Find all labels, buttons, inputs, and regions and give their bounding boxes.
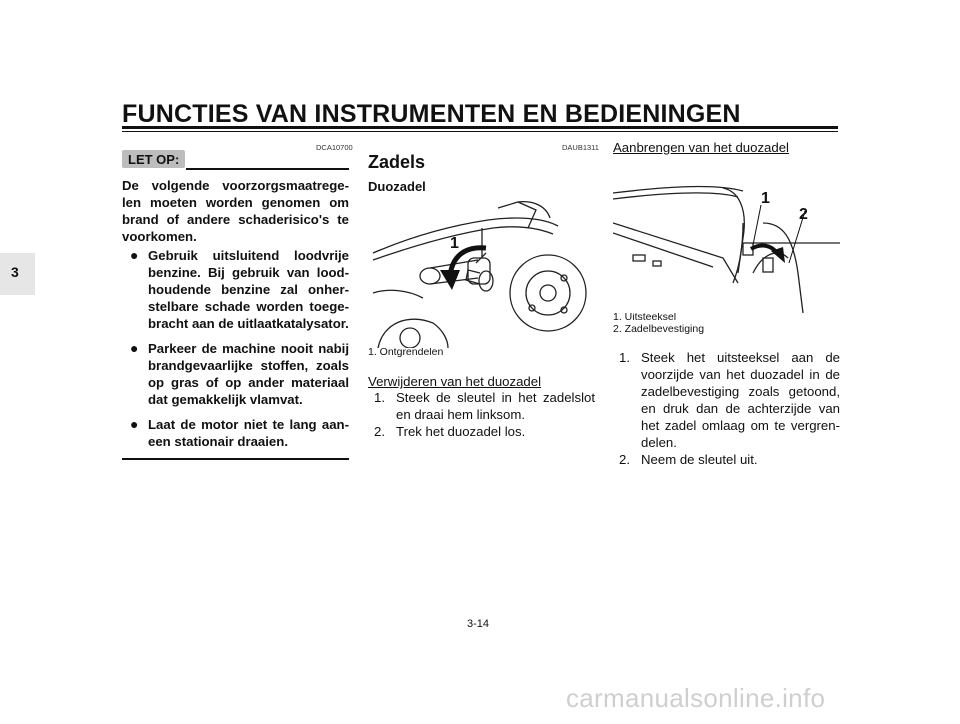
seat-lock-figure: 1 xyxy=(368,198,595,349)
seat-install-illustration: 1 2 xyxy=(612,185,840,314)
list-item: ● Gebruik uitsluitend loodvrije benzine.… xyxy=(130,247,349,331)
seat-lock-illustration: 1 xyxy=(372,200,587,349)
seat-removal-column: Zadels Duozadel xyxy=(368,150,595,440)
notice-label: LET OP: xyxy=(122,150,186,168)
chapter-tab: 3 xyxy=(0,253,35,295)
figure-caption: 1. Uitsteeksel 2. Zadelbevestiging xyxy=(613,311,705,335)
install-subheading: Aanbrengen van het duozadel xyxy=(613,140,789,155)
notice-intro: De volgende voorzorgsmaatrege-len moeten… xyxy=(122,178,349,244)
header-rule-thin xyxy=(122,131,838,132)
list-item: 2. Trek het duozadel los. xyxy=(374,424,526,439)
page-header-title: FUNCTIES VAN INSTRUMENTEN EN BEDIENINGEN xyxy=(122,100,741,128)
removal-subheading: Verwijderen van het duozadel xyxy=(368,374,542,389)
notice-bullet-list: ● Gebruik uitsluitend loodvrije benzine.… xyxy=(122,247,349,450)
notice-column: LET OP: De volgende voorzorgsmaatrege-le… xyxy=(122,150,349,460)
list-item: ● Parkeer de machine nooit nabij brandge… xyxy=(130,340,349,407)
removal-steps: 1. Steek de sleutel in het zadelslot en … xyxy=(368,389,595,440)
section-title: Zadels xyxy=(368,152,426,172)
figure-callout-1: 1 xyxy=(761,190,770,207)
notice-end-rule xyxy=(122,458,349,460)
header-rule xyxy=(122,126,838,129)
bullet-icon: ● xyxy=(130,416,139,432)
bullet-icon: ● xyxy=(130,340,139,356)
page-number: 3-14 xyxy=(467,618,490,630)
watermark: carmanualsonline.info xyxy=(566,683,826,713)
ref-code: DAUB1311 xyxy=(562,143,599,152)
install-steps: 1. Steek het uitsteeksel aan de voorzijd… xyxy=(613,349,840,468)
list-item: ● Laat de motor niet te lang aan-een sta… xyxy=(130,416,349,449)
list-item: 1. Steek het uitsteeksel aan de voorzijd… xyxy=(619,350,840,450)
figure-callout-1: 1 xyxy=(450,235,459,252)
list-item: 2. Neem de sleutel uit. xyxy=(619,452,758,467)
seat-install-figure: 1 2 xyxy=(612,163,840,314)
figure-caption: 1. Ontgrendelen xyxy=(368,346,444,358)
seat-install-column: Aanbrengen van het duozadel xyxy=(612,140,840,468)
ref-code: DCA10700 xyxy=(316,143,353,152)
bullet-icon: ● xyxy=(130,247,139,263)
subsection-title: Duozadel xyxy=(368,179,426,194)
notice-rule xyxy=(186,168,349,170)
list-item: 1. Steek de sleutel in het zadelslot en … xyxy=(374,390,595,422)
figure-callout-2: 2 xyxy=(799,206,808,223)
chapter-number: 3 xyxy=(11,264,19,280)
